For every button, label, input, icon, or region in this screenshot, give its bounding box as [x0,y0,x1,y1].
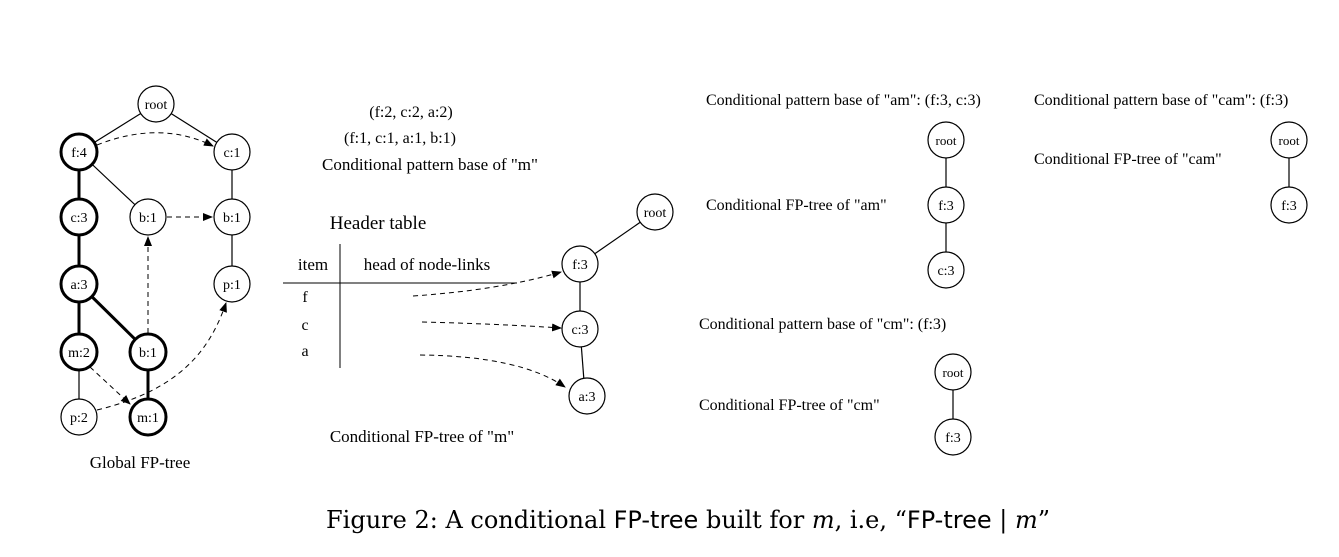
node-p1: p:1 [213,265,251,303]
cam-tree-title: Conditional FP-tree of "cam" [1034,151,1222,168]
header-table-title: Header table [330,213,427,234]
svg-text:root: root [943,365,964,380]
link-c3-c1 [96,132,214,147]
am-node-f: f:3 [927,186,965,224]
svg-text:f:4: f:4 [71,146,87,161]
am-tree-title: Conditional FP-tree of "am" [706,197,887,214]
link-header-c [421,321,562,332]
item-f: f [302,289,308,306]
global-fp-tree: root f:4 c:1 c:3 b:1 b:1 a:3 p:1 [59,85,251,472]
am-pattern-base: Conditional pattern base of "am": (f:3, … [706,92,981,109]
pattern-base-m: (f:2, c:2, a:2) (f:1, c:1, a:1, b:1) Con… [322,104,538,174]
am-node-root: root [927,121,965,159]
cond-m-node-f: f:3 [561,245,599,283]
cond-tree-m-title: Conditional FP-tree of "m" [330,427,514,446]
node-b1-right: b:1 [213,198,251,236]
svg-text:b:1: b:1 [139,211,157,226]
cond-tree-m: root f:3 c:3 a:3 Conditional FP-tree of … [330,193,674,446]
svg-text:p:1: p:1 [223,278,241,293]
svg-text:f:3: f:3 [572,258,588,273]
col-head-header: head of node-links [364,255,491,274]
cond-cam: Conditional pattern base of "cam": (f:3)… [1034,92,1308,224]
svg-text:c:3: c:3 [937,264,954,279]
cam-node-root: root [1270,121,1308,159]
link-header-a [419,354,566,388]
cam-pattern-base: Conditional pattern base of "cam": (f:3) [1034,92,1288,109]
svg-text:root: root [936,133,957,148]
cm-pattern-base: Conditional pattern base of "cm": (f:3) [699,316,946,333]
cond-m-node-root: root [636,193,674,231]
node-b1-lower: b:1 [128,332,168,372]
item-a: a [301,343,308,360]
cam-node-f: f:3 [1270,186,1308,224]
node-m1: m:1 [128,397,168,437]
link-p2-p1 [96,302,227,411]
svg-text:a:3: a:3 [578,390,595,405]
cm-node-f: f:3 [934,418,972,456]
am-node-c: c:3 [927,251,965,289]
svg-text:m:1: m:1 [137,411,159,426]
svg-text:c:3: c:3 [70,211,87,226]
pattern-line-1: (f:2, c:2, a:2) [369,104,453,121]
global-tree-title: Global FP-tree [90,453,191,472]
link-header-f [412,270,562,297]
link-m2-m1 [89,366,131,405]
cond-cm: Conditional pattern base of "cm": (f:3) … [699,316,972,456]
svg-text:a:3: a:3 [70,278,87,293]
header-table: Header table item head of node-links f c… [283,213,517,368]
svg-text:root: root [145,98,168,113]
svg-text:f:3: f:3 [938,199,954,214]
svg-text:f:3: f:3 [945,431,961,446]
pattern-line-2: (f:1, c:1, a:1, b:1) [344,130,456,147]
item-c: c [301,317,308,334]
svg-text:b:1: b:1 [139,346,157,361]
svg-text:c:1: c:1 [223,146,240,161]
cond-m-node-a: a:3 [568,377,606,415]
pattern-base-title: Conditional pattern base of "m" [322,155,538,174]
svg-text:f:3: f:3 [1281,199,1297,214]
node-c3: c:3 [59,197,99,237]
svg-text:m:2: m:2 [68,346,90,361]
col-item-header: item [298,255,328,274]
cond-am: Conditional pattern base of "am": (f:3, … [706,92,981,289]
node-b1-middle: b:1 [129,198,167,236]
svg-text:p:2: p:2 [70,411,88,426]
svg-text:c:3: c:3 [571,323,588,338]
svg-text:root: root [644,206,667,221]
svg-text:root: root [1279,133,1300,148]
node-p2: p:2 [60,398,98,436]
cm-tree-title: Conditional FP-tree of "cm" [699,397,880,414]
node-root: root [137,85,175,123]
node-f4: f:4 [59,132,99,172]
node-a3: a:3 [59,264,99,304]
cm-node-root: root [934,353,972,391]
cond-m-node-c: c:3 [561,310,599,348]
figure-caption: Figure 2: A conditional FP-tree built fo… [326,506,1050,535]
node-c1: c:1 [213,133,251,171]
node-m2: m:2 [59,332,99,372]
svg-text:b:1: b:1 [223,211,241,226]
